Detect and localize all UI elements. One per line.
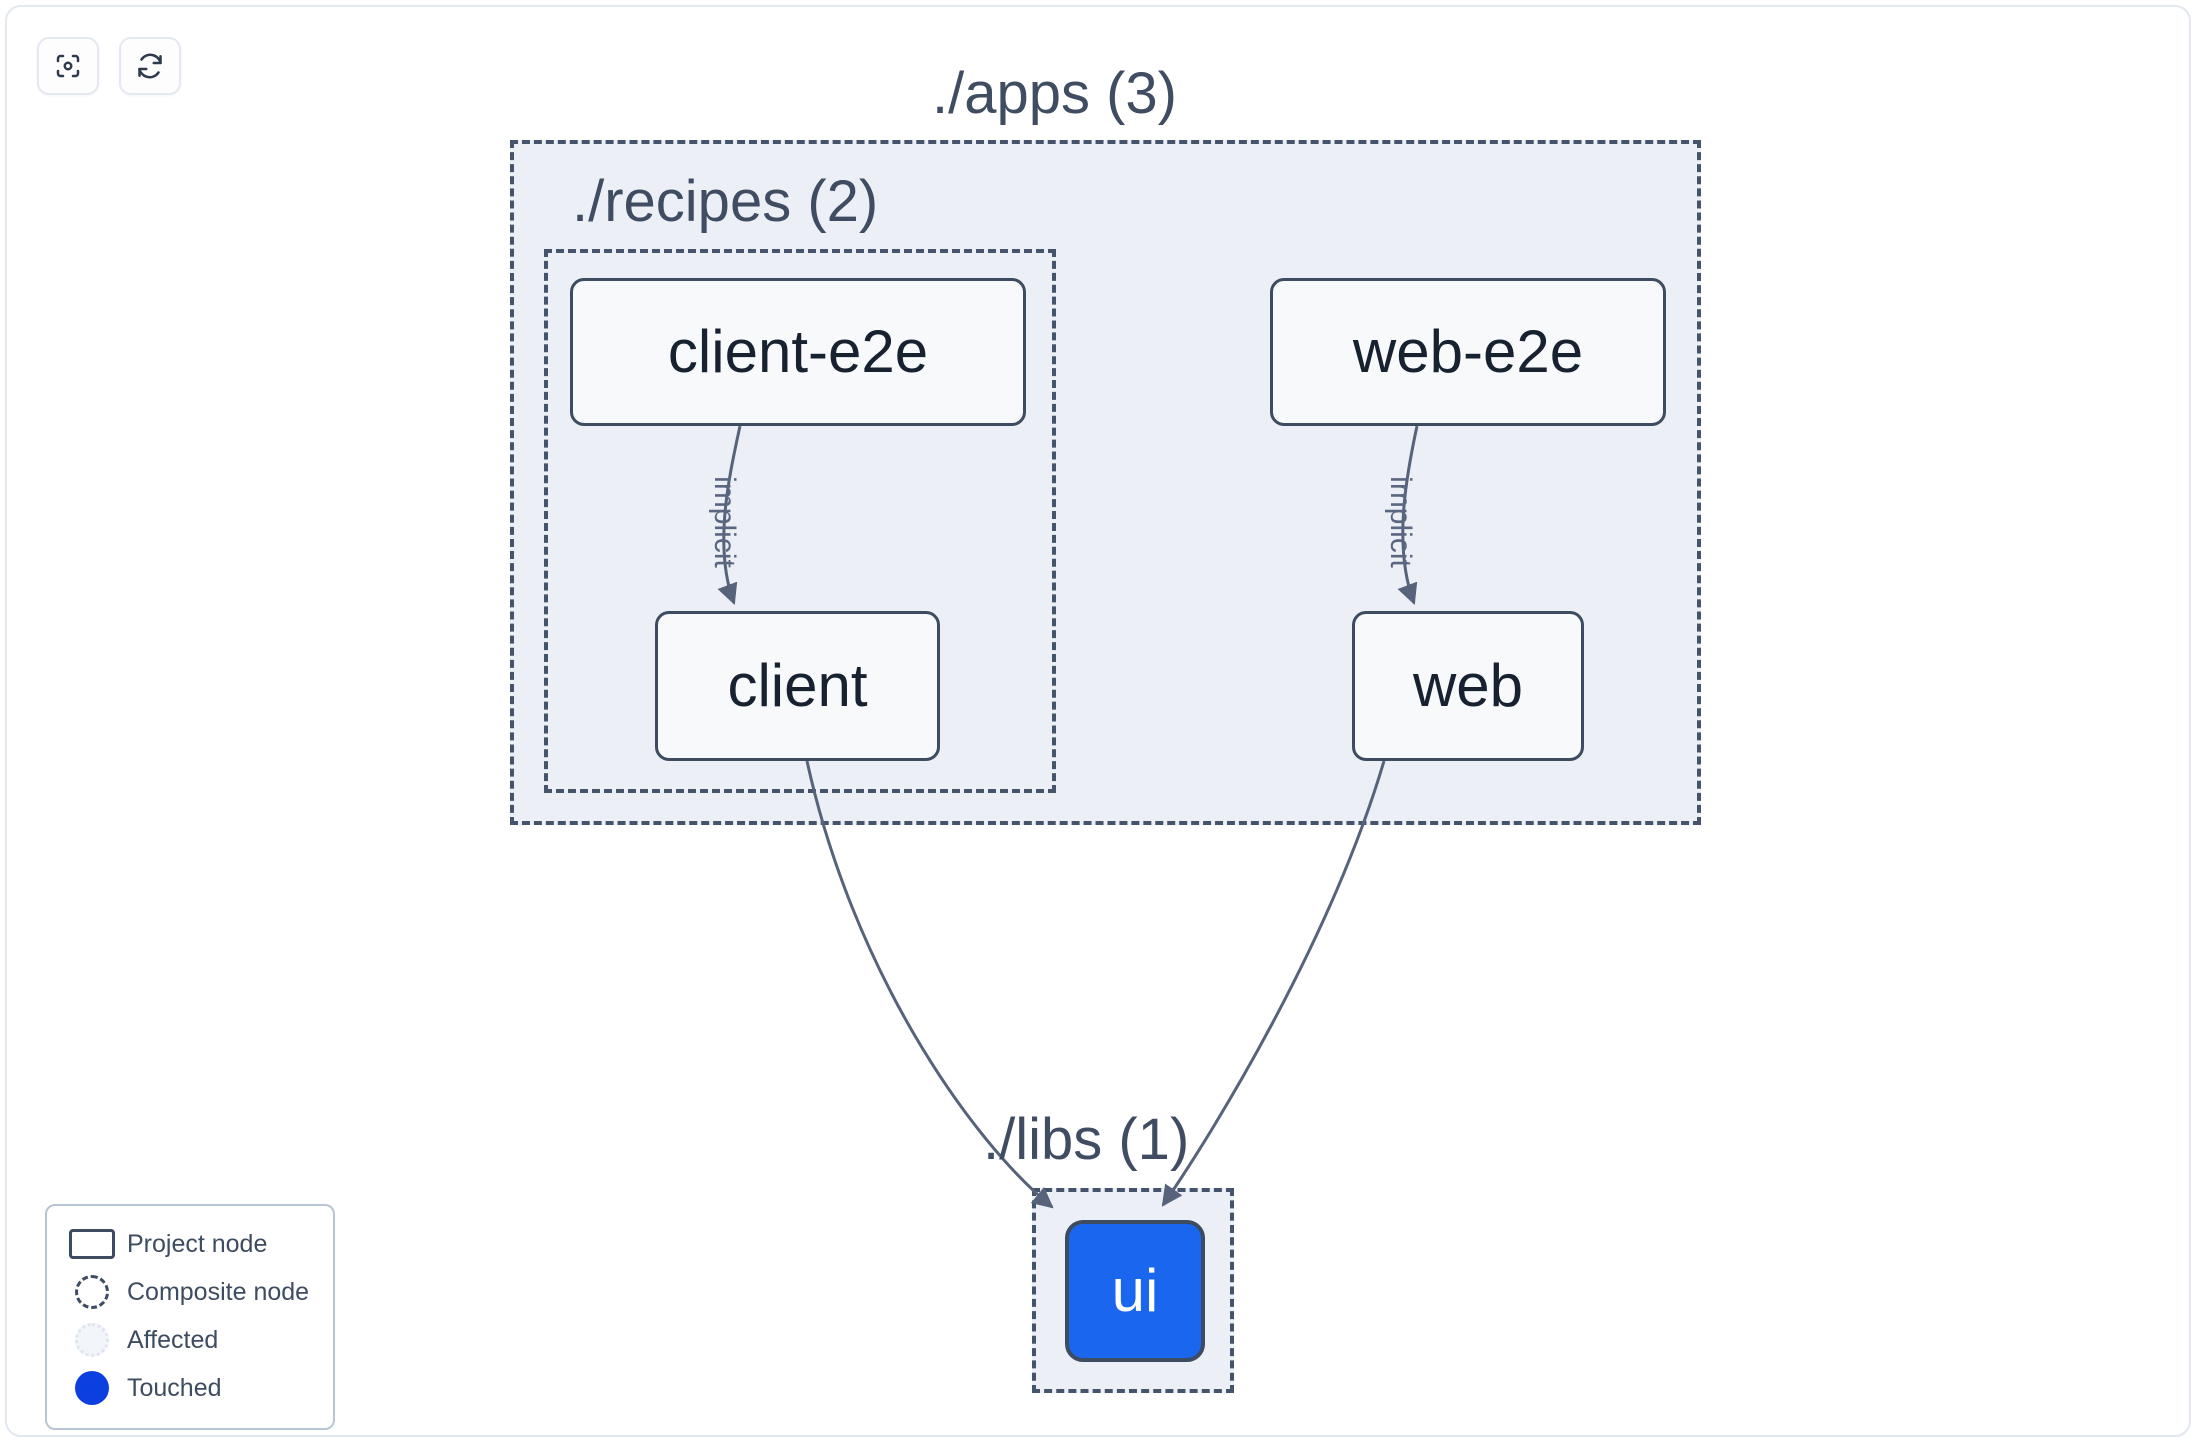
graph-legend: Project node Composite node Affected Tou… (45, 1204, 335, 1430)
group-label-libs: ./libs (1) (983, 1107, 1190, 1172)
affected-swatch (65, 1323, 119, 1357)
legend-label: Project node (127, 1229, 268, 1258)
edge-web-to-ui (1161, 760, 1386, 1207)
node-ui[interactable]: ui (1065, 1220, 1205, 1362)
legend-label: Touched (127, 1373, 222, 1402)
project-graph-app: ./apps (3) ./recipes (2) implicit implic… (5, 5, 2191, 1437)
node-web[interactable]: web (1352, 611, 1584, 761)
edge-label-implicit-web: implicit (1384, 476, 1417, 568)
node-client[interactable]: client (655, 611, 940, 761)
project-node-swatch (65, 1229, 119, 1259)
node-label: web-e2e (1352, 318, 1584, 385)
node-label: web (1412, 652, 1524, 719)
composite-node-swatch (65, 1275, 119, 1309)
node-label: ui (1111, 1257, 1159, 1324)
touched-swatch (65, 1371, 119, 1405)
focus-target-icon (53, 51, 83, 81)
node-client-e2e[interactable]: client-e2e (570, 278, 1026, 426)
legend-item-affected: Affected (65, 1316, 315, 1364)
edge-label-implicit-client: implicit (708, 476, 741, 568)
graph-toolbar (37, 37, 181, 95)
legend-label: Composite node (127, 1277, 310, 1306)
legend-item-touched: Touched (65, 1364, 315, 1412)
refresh-sync-icon (135, 51, 165, 81)
group-label-recipes: ./recipes (2) (572, 169, 879, 234)
legend-item-project-node: Project node (65, 1220, 315, 1268)
legend-item-composite-node: Composite node (65, 1268, 315, 1316)
legend-label: Affected (127, 1325, 219, 1354)
node-web-e2e[interactable]: web-e2e (1270, 278, 1666, 426)
group-label-apps: ./apps (3) (932, 61, 1177, 126)
focus-graph-button[interactable] (37, 37, 99, 95)
node-label: client-e2e (667, 318, 929, 385)
node-label: client (727, 652, 868, 719)
refresh-graph-button[interactable] (119, 37, 181, 95)
